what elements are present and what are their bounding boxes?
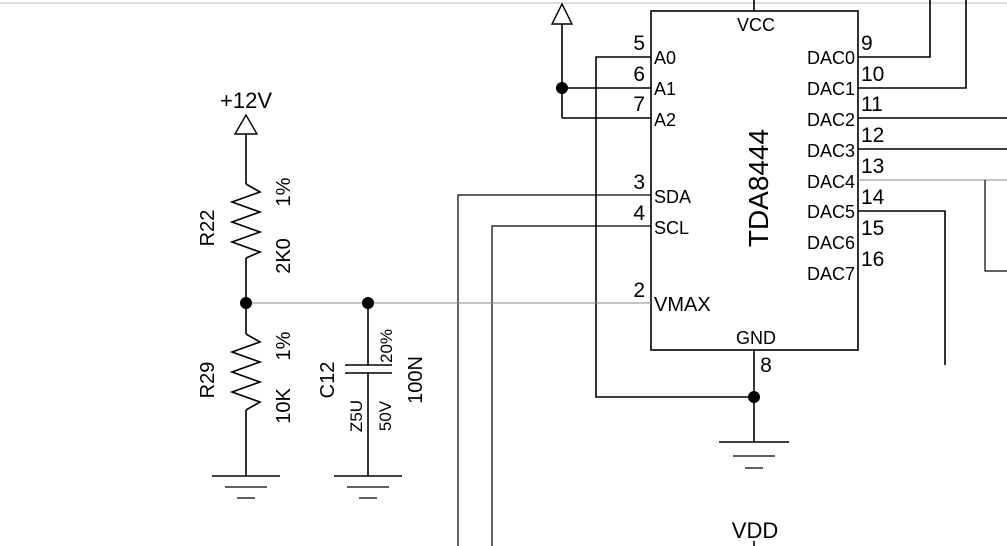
wire-dac5	[858, 210, 946, 365]
pin-name-sda: SDA	[654, 187, 691, 207]
r29-resistor-icon	[229, 333, 263, 411]
pin-num-9: 9	[861, 32, 873, 55]
r22-value: 2K0	[273, 238, 295, 274]
pin-name-dac6: DAC6	[807, 233, 855, 253]
pin-num-5: 5	[633, 32, 645, 55]
pin-num-16: 16	[861, 248, 884, 271]
c12-voltage: 50V	[376, 400, 395, 431]
pin-name-a0: A0	[654, 48, 676, 68]
pin-num-4: 4	[633, 202, 645, 225]
wire-scl	[491, 225, 651, 546]
pin-name-vmax: VMAX	[654, 294, 711, 316]
c12-tolerance: 20%	[377, 329, 396, 363]
vdd-label: VDD	[732, 518, 778, 543]
gnd-label: GND	[736, 328, 776, 348]
chip-name: TDA8444	[743, 129, 774, 247]
plus12v-label: +12V	[220, 88, 272, 113]
wire-a0-ground	[595, 56, 754, 398]
dac-wires	[858, 0, 1007, 365]
junction-divider	[240, 297, 252, 309]
c12-dielectric: Z5U	[347, 400, 366, 432]
left-pins: A0 5 A1 6 A2 7 SDA 3 SCL 4 VMAX 2	[633, 32, 710, 316]
r22-tolerance: 1%	[273, 177, 295, 206]
ground-symbol-ic	[719, 441, 789, 469]
pin-name-dac5: DAC5	[807, 202, 855, 222]
pin-num-13: 13	[861, 155, 884, 178]
pin-num-10: 10	[861, 63, 884, 86]
c12-ref: C12	[317, 362, 339, 399]
address-supply-arrow-icon	[550, 2, 574, 25]
pin-name-dac2: DAC2	[807, 110, 855, 130]
pin-num-3: 3	[633, 171, 645, 194]
ground-symbol-c12	[334, 475, 402, 499]
pin-num-2: 2	[633, 279, 645, 302]
wire-dac1	[858, 0, 967, 89]
pin-name-dac4: DAC4	[807, 172, 855, 192]
pin-name-dac1: DAC1	[807, 79, 855, 99]
ground-symbol-r29	[212, 475, 280, 499]
wire-sda	[457, 194, 651, 546]
junction-a1	[556, 82, 568, 94]
pin-name-a2: A2	[654, 110, 676, 130]
right-pins: DAC0 9 DAC1 10 DAC2 11 DAC3 12 DAC4 13 D…	[807, 32, 885, 284]
r22-ref: R22	[197, 210, 219, 247]
junction-gnd	[748, 391, 760, 403]
vcc-label: VCC	[737, 15, 775, 35]
r29-value: 10K	[273, 388, 295, 424]
pin-num-11: 11	[861, 93, 883, 116]
r29-ref: R29	[197, 362, 219, 399]
pin-name-scl: SCL	[654, 218, 689, 238]
pin-num-12: 12	[861, 124, 884, 147]
c12-value: 100N	[405, 356, 427, 404]
plus12v-arrow-icon	[233, 113, 259, 135]
wire-dac0	[858, 0, 931, 58]
pin-name-a1: A1	[654, 79, 676, 99]
pin-num-15: 15	[861, 217, 884, 240]
c12-capacitor-icon	[345, 364, 392, 374]
gnd-pin-number: 8	[760, 354, 772, 377]
r29-tolerance: 1%	[273, 331, 295, 360]
pin-name-dac3: DAC3	[807, 141, 855, 161]
r22-resistor-icon	[229, 183, 263, 259]
wire-right-branch	[984, 180, 1007, 272]
pin-num-6: 6	[633, 63, 645, 86]
pin-name-dac7: DAC7	[807, 264, 855, 284]
address-wires	[550, 2, 754, 398]
pin-num-14: 14	[861, 186, 885, 209]
pin-name-dac0: DAC0	[807, 48, 855, 68]
pin-num-7: 7	[633, 93, 645, 116]
